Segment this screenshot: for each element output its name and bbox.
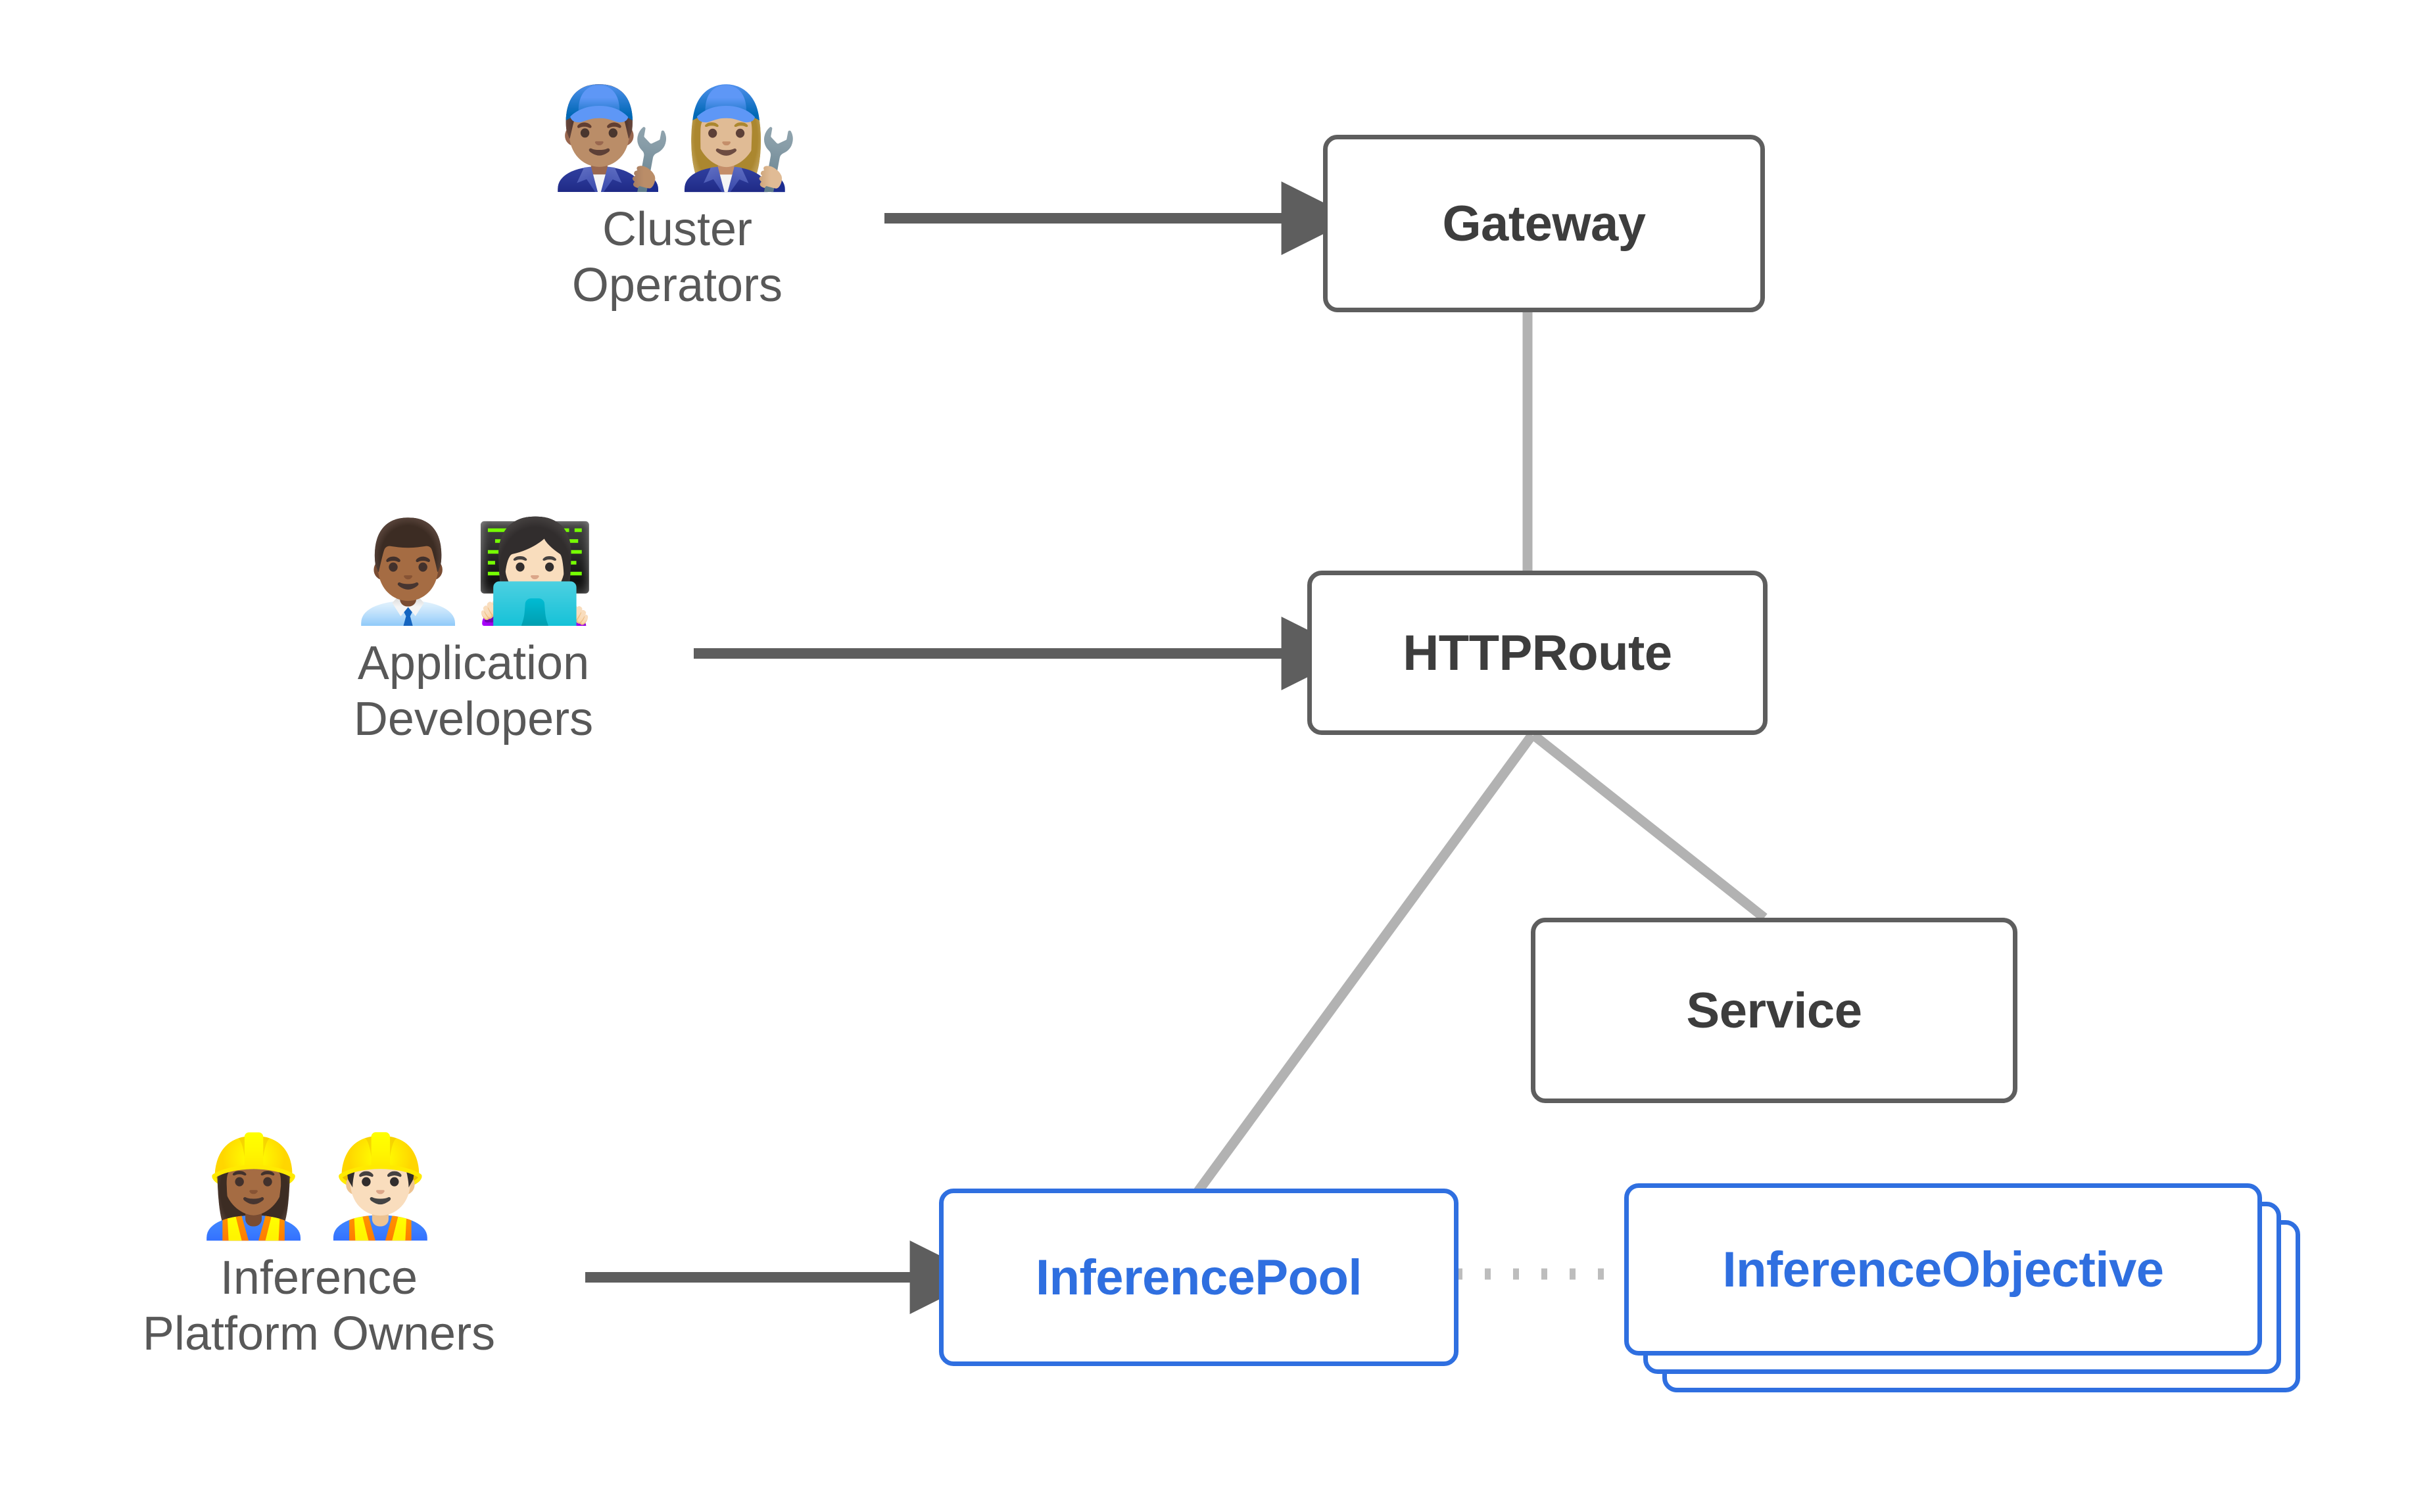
persona-inference-platform-owners: 👷🏾‍♀️👷🏻‍♂️ Inference Platform Owners bbox=[115, 1134, 523, 1362]
edge-httproute-to-service bbox=[1530, 731, 1768, 922]
node-inferencepool[interactable]: InferencePool bbox=[939, 1189, 1458, 1366]
node-gateway-label: Gateway bbox=[1442, 195, 1646, 252]
node-inferencepool-label: InferencePool bbox=[1035, 1249, 1362, 1306]
edge-httproute-to-inferencepool bbox=[1193, 732, 1537, 1194]
application-developers-emoji: 👨🏾‍💼👩🏻‍💻 bbox=[347, 516, 600, 626]
inference-platform-owners-emoji: 👷🏾‍♀️👷🏻‍♂️ bbox=[192, 1131, 446, 1241]
cluster-operators-emoji: 👨🏽‍🔧👩🏼‍🔧 bbox=[550, 82, 804, 193]
node-inferenceobjective-label: InferenceObjective bbox=[1722, 1241, 2164, 1298]
node-httproute-label: HTTPRoute bbox=[1403, 625, 1672, 681]
node-gateway[interactable]: Gateway bbox=[1323, 135, 1765, 312]
node-service-label: Service bbox=[1686, 982, 1862, 1039]
cluster-operators-label: Cluster Operators bbox=[571, 203, 783, 312]
node-inferenceobjective[interactable]: InferenceObjective bbox=[1624, 1183, 2262, 1356]
application-developers-label: Application Developers bbox=[353, 637, 594, 745]
persona-cluster-operators: 👨🏽‍🔧👩🏼‍🔧 Cluster Operators bbox=[539, 85, 815, 314]
node-service[interactable]: Service bbox=[1531, 918, 2017, 1103]
persona-application-developers: 👨🏾‍💼👩🏻‍💻 Application Developers bbox=[322, 519, 625, 747]
node-httproute[interactable]: HTTPRoute bbox=[1307, 571, 1768, 735]
inference-platform-owners-label: Inference Platform Owners bbox=[142, 1252, 496, 1360]
node-inferenceobjective-stack: InferenceObjective bbox=[1624, 1183, 2308, 1420]
